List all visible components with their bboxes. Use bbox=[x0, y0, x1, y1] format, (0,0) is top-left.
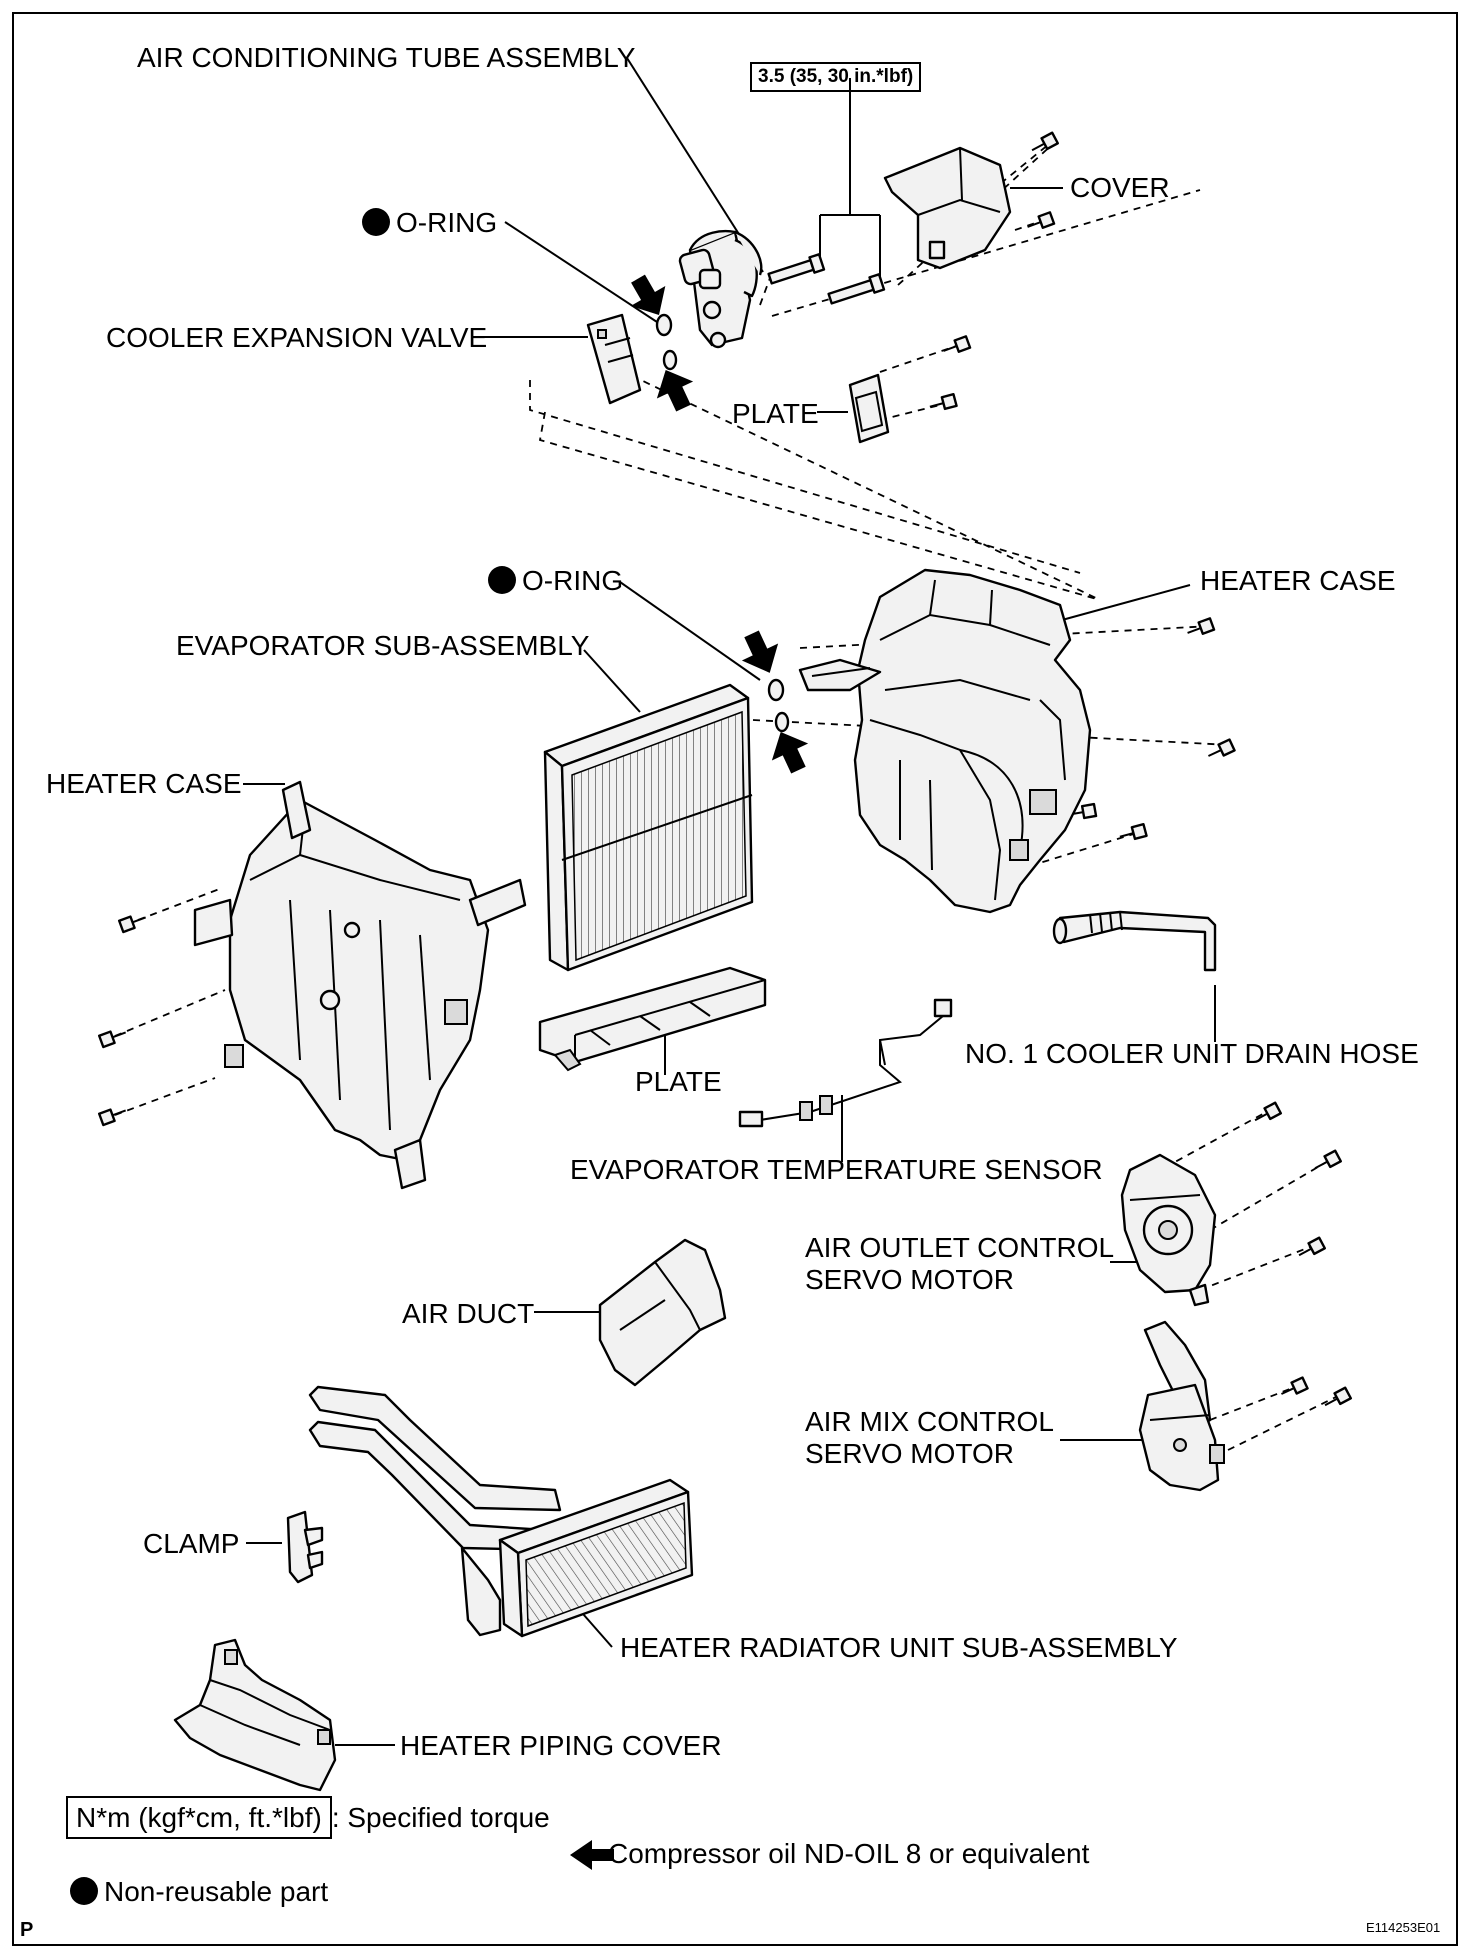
legend-non-reusable: Non-reusable part bbox=[70, 1876, 328, 1908]
non-reusable-dot-icon bbox=[70, 1877, 98, 1905]
label-cover: COVER bbox=[1070, 172, 1170, 203]
diagram-frame bbox=[12, 12, 1458, 1946]
legend-arrow-icon bbox=[570, 1840, 614, 1870]
label-heater-radiator-unit-sub-assembly: HEATER RADIATOR UNIT SUB-ASSEMBLY bbox=[620, 1632, 1178, 1663]
label-no1-cooler-unit-drain-hose: NO. 1 COOLER UNIT DRAIN HOSE bbox=[965, 1038, 1419, 1069]
label-cooler-expansion-valve: COOLER EXPANSION VALVE bbox=[106, 322, 488, 353]
oil-arrows-middle bbox=[741, 630, 809, 774]
label-air-duct: AIR DUCT bbox=[402, 1298, 535, 1329]
cover-part bbox=[883, 146, 1012, 270]
air-outlet-control-servo-motor-part bbox=[1120, 1153, 1217, 1307]
non-reusable-dot-icon bbox=[488, 566, 516, 594]
label-plate-lower: PLATE bbox=[635, 1066, 722, 1097]
label-heater-case-left: HEATER CASE bbox=[46, 768, 242, 799]
evaporator-temperature-sensor-part bbox=[738, 998, 953, 1128]
label-heater-piping-cover: HEATER PIPING COVER bbox=[400, 1730, 722, 1761]
label-evaporator-sub-assembly: EVAPORATOR SUB-ASSEMBLY bbox=[176, 630, 590, 661]
label-air-outlet-control-servo-motor: AIR OUTLET CONTROL SERVO MOTOR bbox=[805, 1232, 1115, 1295]
plate-upper-part bbox=[848, 373, 890, 444]
o-rings-upper bbox=[655, 313, 678, 371]
heater-case-right-part bbox=[798, 568, 1092, 914]
legend-torque: N*m (kgf*cm, ft.*lbf): Specified torque bbox=[66, 1796, 550, 1839]
drain-hose-part bbox=[1052, 910, 1217, 972]
air-duct-part bbox=[598, 1238, 727, 1387]
label-evaporator-temperature-sensor: EVAPORATOR TEMPERATURE SENSOR bbox=[570, 1154, 1103, 1185]
legend-torque-desc: : Specified torque bbox=[331, 1802, 550, 1833]
air-conditioning-tube-assembly bbox=[678, 229, 763, 349]
label-plate-upper: PLATE bbox=[732, 398, 819, 429]
screws bbox=[97, 131, 1353, 1407]
clamp-part bbox=[286, 1510, 324, 1584]
heater-radiator-unit-sub-assembly-part bbox=[308, 1385, 694, 1638]
figure-id: E114253E01 bbox=[1366, 1920, 1441, 1935]
non-reusable-dot-icon bbox=[362, 208, 390, 236]
oil-arrows-upper bbox=[630, 274, 694, 412]
label-o-ring-upper: O-RING bbox=[362, 207, 497, 239]
plate-lower-part bbox=[538, 966, 767, 1072]
bolts bbox=[767, 253, 886, 305]
page-letter: P bbox=[20, 1919, 34, 1941]
label-torque-value: 3.5 (35, 30 in.*lbf) bbox=[750, 62, 922, 92]
label-air-mix-control-servo-motor: AIR MIX CONTROL SERVO MOTOR bbox=[805, 1406, 1054, 1469]
o-rings-middle bbox=[767, 678, 790, 733]
heater-piping-cover-part bbox=[173, 1638, 337, 1792]
heater-case-left-part bbox=[193, 780, 527, 1190]
air-mix-control-servo-motor-part bbox=[1138, 1320, 1225, 1492]
legend-torque-units: N*m (kgf*cm, ft.*lbf) bbox=[66, 1796, 332, 1839]
evaporator-sub-assembly-part bbox=[543, 683, 754, 972]
label-clamp: CLAMP bbox=[143, 1528, 240, 1559]
label-air-conditioning-tube-assembly: AIR CONDITIONING TUBE ASSEMBLY bbox=[137, 42, 636, 73]
label-o-ring-middle: O-RING bbox=[488, 565, 623, 597]
cooler-expansion-valve bbox=[586, 313, 642, 405]
legend-compressor-oil: Compressor oil ND-OIL 8 or equivalent bbox=[608, 1838, 1090, 1869]
label-heater-case-right: HEATER CASE bbox=[1200, 565, 1396, 596]
